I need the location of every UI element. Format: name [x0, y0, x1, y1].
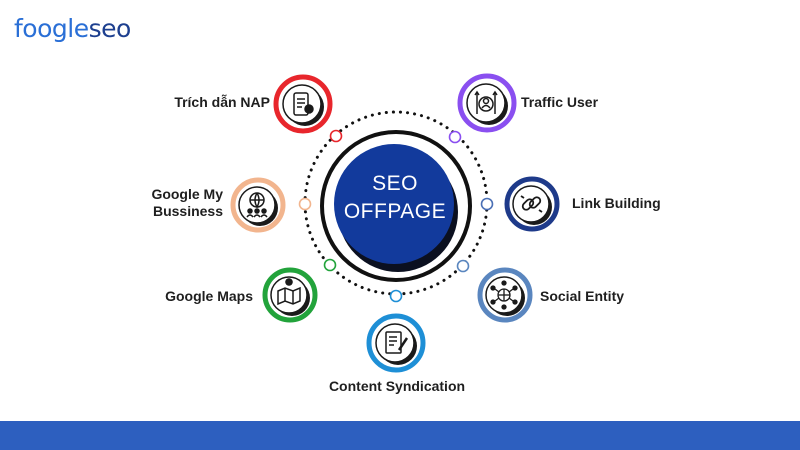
- connector-dot-social: [456, 259, 470, 273]
- label-google-maps: Google Maps: [165, 288, 253, 304]
- node-social-entity: [477, 267, 533, 323]
- node-content-syndication: [366, 313, 426, 373]
- label-social-entity: Social Entity: [540, 288, 625, 304]
- node-traffic-user: [457, 73, 517, 133]
- center-title: SEO OFFPAGE: [330, 170, 460, 226]
- connector-dot-gmb: [298, 197, 312, 211]
- footer-band: [0, 421, 800, 450]
- connector-dot-traffic: [448, 130, 462, 144]
- connector-dot-content: [389, 289, 403, 303]
- document-pen-icon: [385, 331, 409, 354]
- node-google-my-business: [230, 177, 286, 233]
- connector-dot-link: [480, 197, 494, 211]
- center-disc: [334, 144, 454, 264]
- user-traffic-icon: [474, 90, 498, 114]
- label-google-my-business: Google My Bussiness: [130, 186, 223, 220]
- label-link-building: Link Building: [572, 195, 661, 211]
- node-google-maps: [262, 267, 318, 323]
- label-traffic-user: Traffic User: [521, 94, 599, 110]
- label-trich-dan-nap: Trích dẫn NAP: [174, 94, 270, 110]
- label-google-my-business-line2: Bussiness: [152, 203, 223, 219]
- social-network-icon: [490, 280, 518, 310]
- label-google-my-business-line1: Google My: [151, 186, 223, 202]
- node-trich-dan-nap: [273, 74, 333, 134]
- label-content-syndication: Content Syndication: [328, 378, 466, 394]
- phone-contact-icon: [293, 92, 314, 116]
- center-title-line1: SEO: [372, 172, 418, 195]
- node-link-building: [504, 176, 560, 232]
- center-title-line2: OFFPAGE: [343, 200, 447, 223]
- connector-dot-nap: [329, 129, 343, 143]
- map-icon: [277, 278, 301, 306]
- connector-dot-maps: [323, 258, 337, 272]
- brand-logo: foogleseo: [14, 14, 131, 44]
- logo-text-foogle: foogle: [14, 14, 89, 43]
- business-network-icon: [246, 192, 268, 218]
- link-icon: [520, 195, 543, 213]
- logo-text-seo: seo: [88, 14, 132, 43]
